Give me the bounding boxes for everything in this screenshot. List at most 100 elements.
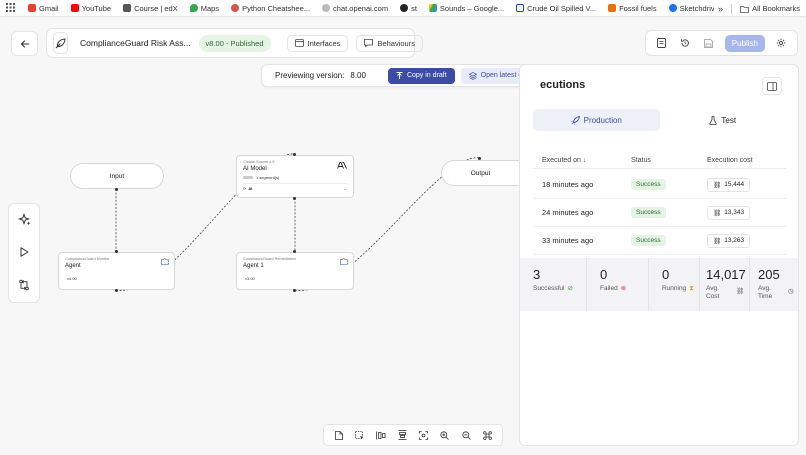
back-button[interactable]: [11, 31, 38, 56]
token-icon: ⛓: [713, 237, 722, 245]
bookmark-youtube[interactable]: YouTube: [65, 0, 117, 16]
agent-node[interactable]: ComplianceGuard Monitor Agent v4.00: [58, 252, 175, 290]
feather-pen-icon: [55, 37, 66, 48]
document-toolbar: Publish: [645, 30, 798, 56]
workflow-title-bar: ComplianceGuard Risk Ass... v8.00 - Publ…: [46, 28, 423, 58]
input-node-handle[interactable]: [115, 188, 118, 191]
bookmark-sketchdrive[interactable]: Sketchdrive: [663, 0, 725, 16]
settings-gear-icon[interactable]: [774, 36, 788, 50]
bookmark-crude-oil[interactable]: Crude Oil Spilled V...: [510, 0, 602, 16]
apps-grid-icon[interactable]: [6, 3, 16, 13]
ai-model-handle-top[interactable]: [293, 153, 296, 156]
sparkle-icon[interactable]: [17, 213, 31, 228]
environment-tabs: Production Test: [533, 109, 786, 131]
ai-model-subtitle: Claude Sonnet 4.5: [243, 160, 275, 164]
history-icon[interactable]: [678, 36, 692, 50]
status-badge: Success: [631, 207, 666, 218]
youtube-icon: [70, 4, 79, 12]
file-icon[interactable]: [333, 429, 345, 441]
rocket-icon: [570, 115, 580, 125]
interfaces-button[interactable]: Interfaces: [286, 34, 349, 52]
bookmark-maps[interactable]: Maps: [184, 0, 225, 16]
behaviours-button[interactable]: Behaviours: [356, 34, 423, 52]
column-status: Status: [631, 157, 651, 164]
copy-in-draft-button[interactable]: Copy in draft: [387, 67, 455, 84]
stat-running: 0 Running⧗: [649, 258, 700, 311]
tab-test[interactable]: Test: [660, 109, 787, 131]
table-row[interactable]: 33 minutes ago Success ⛓13,263: [533, 227, 786, 255]
select-area-icon[interactable]: [354, 429, 366, 441]
more-bookmarks-button[interactable]: »: [718, 3, 724, 14]
bookmark-edx[interactable]: Course | edX: [117, 0, 184, 16]
agent-1-handle-top[interactable]: [293, 250, 296, 253]
flask-icon: [709, 115, 718, 125]
agent-node-handle-bottom[interactable]: [115, 289, 118, 292]
table-row[interactable]: 18 minutes ago Success ⛓15,444: [533, 171, 786, 199]
agent-node-handle-top[interactable]: [115, 250, 118, 253]
play-icon[interactable]: [18, 246, 30, 260]
agent-node-version: v4.00: [67, 276, 77, 281]
bookmarks-right: » All Bookmarks: [714, 0, 800, 16]
input-node[interactable]: Input: [70, 163, 164, 189]
column-executed-on[interactable]: Executed on ↓: [542, 157, 587, 164]
save-icon[interactable]: [701, 36, 715, 50]
zoom-in-icon[interactable]: [439, 429, 451, 441]
bookmark-google-sounds[interactable]: Sounds – Google...: [423, 0, 510, 16]
puzzle-icon: [161, 258, 170, 267]
align-vertical-icon[interactable]: [396, 429, 408, 441]
bookmark-gmail[interactable]: Gmail: [22, 0, 65, 16]
ai-model-node[interactable]: Claude Sonnet 4.5 AI Model 1 segment(s) …: [236, 155, 354, 198]
execution-stats: 3 Successful⊘ 0 Failed⊗ 0 Running⧗ 14,01…: [520, 258, 798, 311]
puzzle-icon: [340, 258, 349, 267]
ai-model-segments: 1 segment(s): [256, 175, 280, 180]
stat-avg-cost: 14,017 Avg. Cost ⛓: [700, 258, 750, 311]
output-node[interactable]: Output: [441, 160, 519, 186]
ai-model-handle-bottom[interactable]: [293, 197, 296, 200]
bookmark-st[interactable]: st: [394, 0, 423, 16]
command-icon[interactable]: [481, 429, 493, 441]
ai-model-provider: AI: [248, 186, 253, 191]
agent-node-title: Agent: [65, 263, 81, 269]
check-circle-icon: ⊘: [567, 285, 573, 292]
fossil-fuels-icon: [608, 4, 617, 12]
row-time: 24 minutes ago: [542, 208, 594, 217]
segments-icon: [243, 176, 253, 179]
token-icon: ⛓: [713, 181, 722, 189]
all-bookmarks-button[interactable]: All Bookmarks: [740, 4, 800, 13]
bookmark-fossil-fuels[interactable]: Fossil fuels: [602, 0, 663, 16]
column-execution-cost: Execution cost: [707, 157, 753, 164]
agent-1-title: Agent 1: [243, 263, 264, 269]
canvas-bottom-toolbar: [323, 424, 503, 446]
publish-button[interactable]: Publish: [724, 34, 765, 52]
panel-toggle-icon[interactable]: [762, 77, 782, 95]
agent-1-node[interactable]: ComplianceGuard Remediation Agent 1 v3.0…: [236, 252, 354, 290]
x-circle-icon: ⊗: [620, 285, 627, 292]
fit-view-icon[interactable]: [418, 429, 430, 441]
upload-icon: [396, 71, 403, 79]
ai-model-provider-row: ⟳ AI ⌄: [243, 183, 347, 191]
google-drive-icon: [428, 4, 437, 12]
token-icon: ⛓: [736, 288, 745, 295]
ai-model-segments-row: 1 segment(s): [243, 175, 347, 180]
output-node-handle[interactable]: [478, 157, 481, 160]
arrow-left-icon: [20, 39, 29, 48]
bookmark-python-cheatsheet[interactable]: Python Cheatshee...: [225, 0, 316, 16]
document-icon[interactable]: [655, 36, 669, 50]
agent-1-handle-bottom[interactable]: [293, 289, 296, 292]
provider-icon: ⟳: [243, 186, 247, 191]
zoom-out-icon[interactable]: [460, 429, 472, 441]
cost-badge: ⛓13,263: [707, 233, 751, 248]
chevron-down-icon[interactable]: ⌄: [343, 186, 347, 191]
stat-avg-time: 205 Avg. Time ◷: [758, 267, 794, 300]
version-badge[interactable]: v8.00 - Published: [198, 34, 271, 52]
layers-icon: [468, 71, 477, 80]
table-row[interactable]: 24 minutes ago Success ⛓13,343: [533, 199, 786, 227]
cost-badge: ⛓15,444: [707, 177, 751, 192]
agent-1-subtitle: ComplianceGuard Remediation: [243, 257, 296, 261]
executions-table-header: Executed on ↓ Status Execution cost: [533, 153, 786, 169]
row-time: 18 minutes ago: [542, 180, 594, 189]
tab-production[interactable]: Production: [533, 109, 660, 131]
align-horizontal-icon[interactable]: [375, 429, 387, 441]
git-compare-icon[interactable]: [18, 279, 30, 293]
bookmark-chatgpt[interactable]: chat.openai.com: [316, 0, 394, 16]
